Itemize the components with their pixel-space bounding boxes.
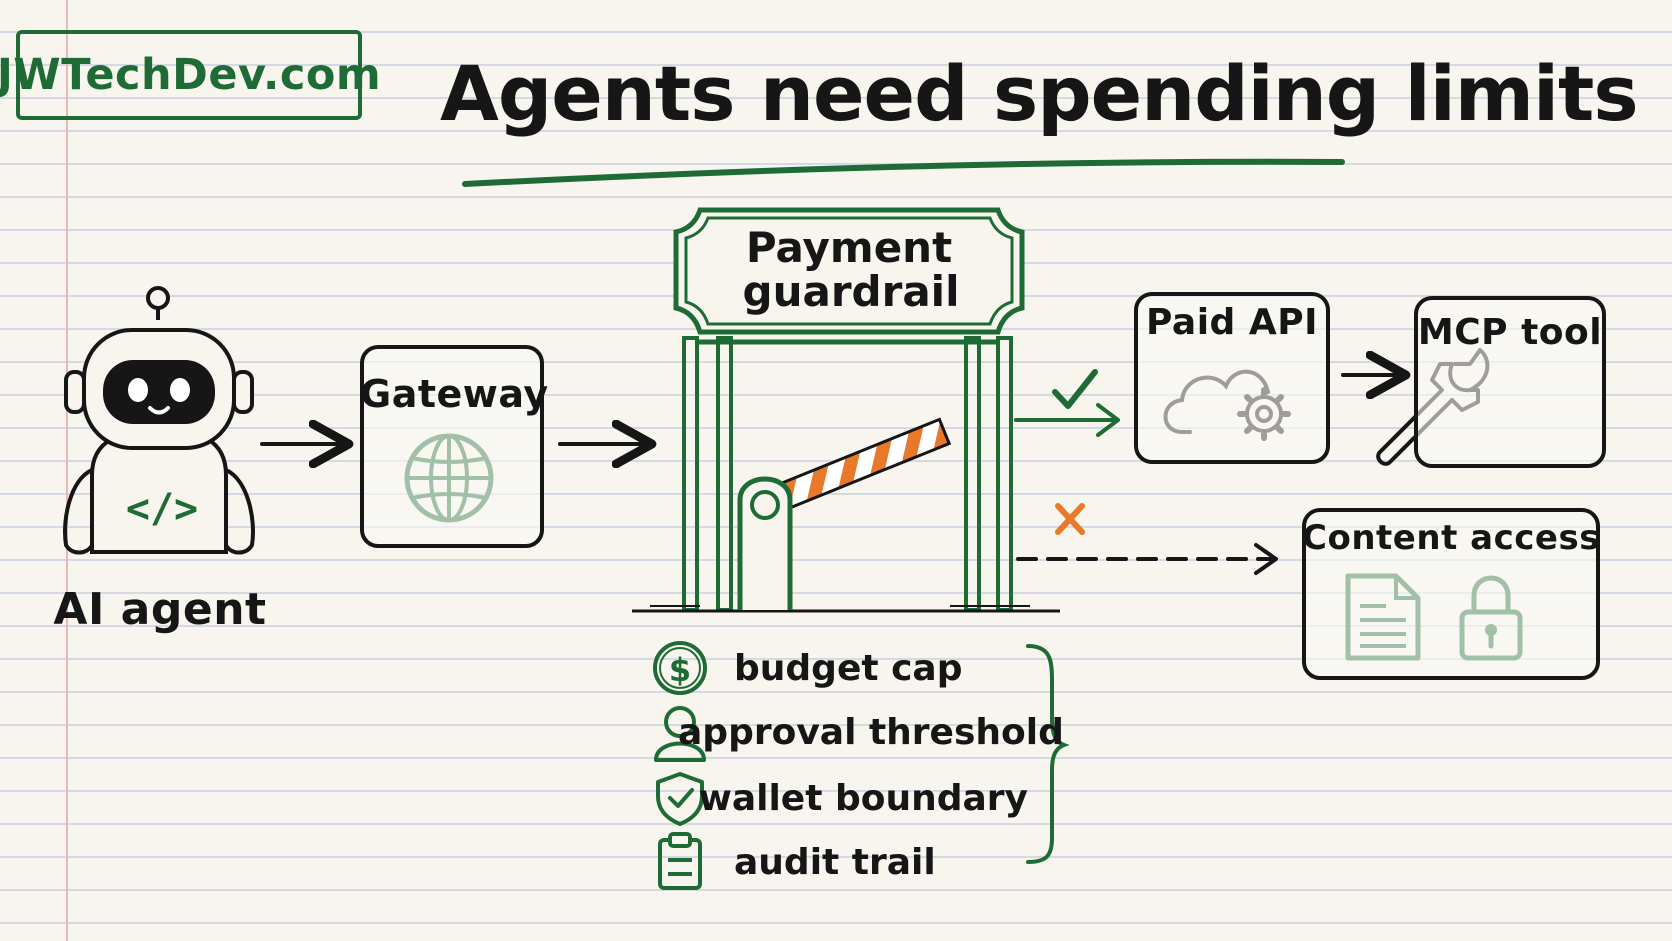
x-icon — [1055, 503, 1085, 535]
gateway-label: Gateway — [360, 372, 549, 416]
clipboard-icon — [658, 832, 702, 890]
feature-label: approval threshold — [678, 711, 1064, 753]
barrier-gate-icon — [737, 417, 952, 610]
feature-item: wallet boundary — [648, 768, 1028, 828]
content-access-box[interactable] — [1302, 508, 1600, 680]
feature-item: budget cap — [648, 638, 1028, 698]
dollar-icon: $ — [653, 641, 707, 695]
feature-label: wallet boundary — [698, 777, 1028, 819]
feature-label: budget cap — [734, 647, 963, 689]
guardrail-label-line2: guardrail — [743, 267, 960, 316]
feature-item: audit trail — [648, 832, 1028, 892]
features-bracket — [1026, 644, 1070, 864]
guardrail-gate — [632, 207, 1060, 613]
gateway-box[interactable] — [360, 345, 544, 548]
feature-item: approval threshold — [648, 702, 1064, 762]
robot-icon — [63, 286, 255, 555]
paid-api-box[interactable] — [1134, 292, 1330, 464]
mcp-tool-box[interactable] — [1414, 296, 1606, 468]
brand-logo[interactable]: JWTechDev.com — [0, 30, 381, 120]
content-access-label: Content access — [1302, 518, 1600, 558]
svg-text:$: $ — [669, 651, 691, 689]
shield-check-icon — [656, 772, 704, 826]
paid-api-label: Paid API — [1146, 302, 1318, 343]
guardrail-label-line1: Payment — [746, 223, 952, 272]
mcp-tool-label: MCP tool — [1417, 312, 1603, 353]
person-icon — [654, 706, 706, 762]
code-symbol: </> — [126, 486, 198, 532]
check-icon — [1052, 369, 1098, 409]
feature-label: audit trail — [734, 841, 936, 883]
agent-label: AI agent — [53, 584, 267, 635]
title-underline — [462, 158, 1345, 187]
